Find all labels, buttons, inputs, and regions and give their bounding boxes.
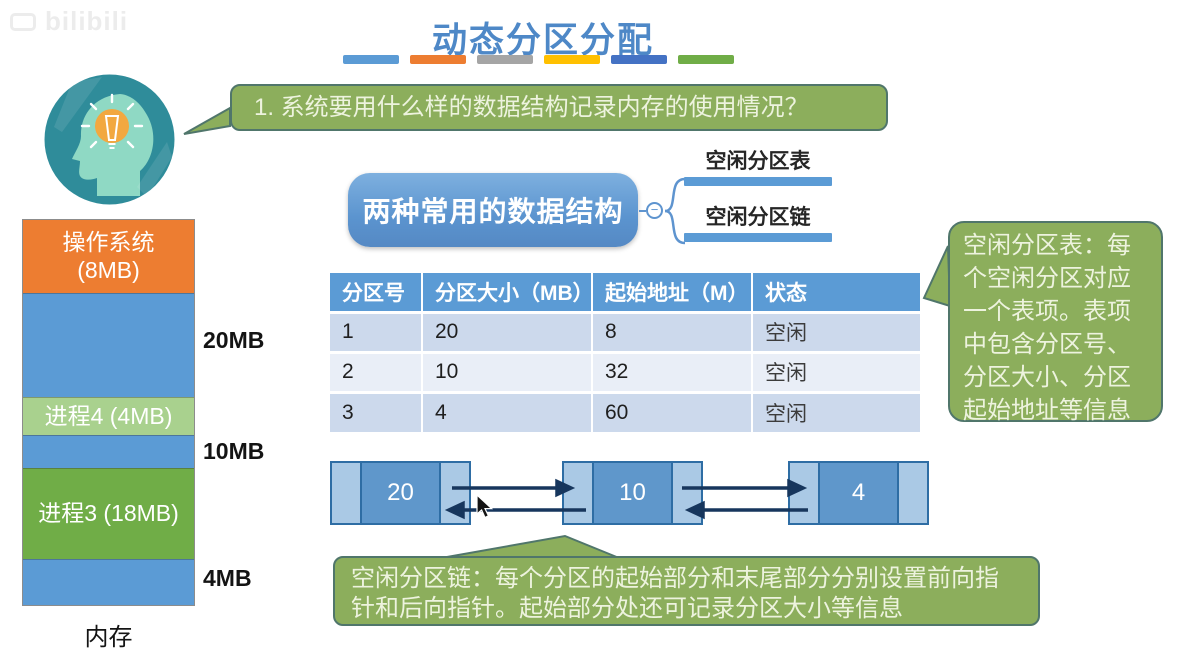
p3-label: 进程3 (18MB) <box>38 500 179 527</box>
question-bubble: 1. 系统要用什么样的数据结构记录内存的使用情况？ <box>230 84 888 131</box>
col-header-partition-size: 分区大小（MB） <box>422 273 594 312</box>
free-size-label-10mb: 10MB <box>203 438 265 464</box>
list-node: 10 <box>562 461 703 525</box>
mouse-cursor <box>476 494 494 519</box>
node-pointer-cell <box>673 463 701 523</box>
page-title: 动态分区分配 <box>431 21 654 60</box>
col-header-start-address: 起始地址（M） <box>592 273 753 312</box>
cell-partition-size: 4 <box>422 390 593 432</box>
cell-partition-size: 20 <box>422 310 593 352</box>
mindmap-root-node: 两种常用的数据结构 <box>348 173 638 247</box>
branch-free-partition-table: 空闲分区表 <box>705 150 811 173</box>
col-header-partition-no: 分区号 <box>330 273 423 312</box>
memory-segment-free-20 <box>23 293 194 397</box>
os-size: (8MB) <box>77 256 140 283</box>
thinking-head-icon <box>44 74 175 205</box>
node-pointer-cell <box>899 463 927 523</box>
title-dash <box>678 55 734 64</box>
title-dash <box>343 55 399 64</box>
node-pointer-cell <box>564 463 592 523</box>
title-dash <box>611 55 667 64</box>
cell-start-address: 8 <box>592 310 753 352</box>
title-underline-dashes <box>343 55 734 64</box>
branch-underline-bar <box>684 177 832 186</box>
cell-partition-no: 3 <box>330 390 423 432</box>
cell-status: 空闲 <box>752 350 920 392</box>
free-size-label-20mb: 20MB <box>203 327 265 353</box>
memory-segment-p4: 进程4 (4MB) <box>23 397 194 435</box>
memory-segment-free-4 <box>23 559 194 605</box>
memory-segment-p3: 进程3 (18MB) <box>23 468 194 559</box>
table-row: 3 4 60 空闲 <box>330 390 920 432</box>
table-row: 1 20 8 空闲 <box>330 310 920 352</box>
cell-partition-no: 1 <box>330 310 423 352</box>
mindmap-link-line <box>639 210 646 212</box>
branch-free-partition-chain: 空闲分区链 <box>705 206 811 229</box>
cell-status: 空闲 <box>752 390 920 432</box>
branch-underline-bar <box>684 233 832 242</box>
question-bubble-tail <box>183 106 231 135</box>
list-node: 4 <box>788 461 929 525</box>
title-dash <box>477 55 533 64</box>
os-label: 操作系统 <box>62 229 155 256</box>
table-note-bubble: 空闲分区表：每个空闲分区对应一个表项。表项中包含分区号、分区大小、分区起始地址等… <box>948 221 1163 424</box>
list-node: 20 <box>330 461 471 525</box>
col-header-status: 状态 <box>752 273 920 312</box>
node-pointer-cell <box>441 463 469 523</box>
free-partition-table: 分区号 分区大小（MB） 起始地址（M） 状态 1 20 8 空闲 2 10 3… <box>330 273 920 432</box>
cell-partition-size: 10 <box>422 350 593 392</box>
memory-segment-os: 操作系统 (8MB) <box>23 220 194 293</box>
node-size-value: 20 <box>360 463 441 523</box>
node-size-value: 10 <box>592 463 673 523</box>
mindmap-bracket <box>664 177 686 245</box>
chain-note-box: 空闲分区链：每个分区的起始部分和末尾部分分别设置前向指针和后向指针。起始部分处还… <box>333 556 1040 626</box>
free-size-label-4mb: 4MB <box>203 565 252 591</box>
collapse-minus-icon: − <box>646 202 663 219</box>
memory-diagram: 操作系统 (8MB) 进程4 (4MB) 进程3 (18MB) <box>22 219 195 606</box>
cell-status: 空闲 <box>752 310 920 352</box>
title-dash <box>544 55 600 64</box>
node-pointer-cell <box>790 463 818 523</box>
watermark-text: bilibili <box>45 6 129 36</box>
bilibili-watermark: bilibili <box>10 6 128 37</box>
table-row: 2 10 32 空闲 <box>330 350 920 392</box>
node-pointer-cell <box>332 463 360 523</box>
bilibili-logo-icon <box>10 12 36 31</box>
cell-start-address: 32 <box>592 350 753 392</box>
memory-caption: 内存 <box>84 624 133 651</box>
p4-label: 进程4 (4MB) <box>44 402 173 429</box>
cell-partition-no: 2 <box>330 350 423 392</box>
memory-segment-free-10 <box>23 435 194 468</box>
title-dash <box>410 55 466 64</box>
cell-start-address: 60 <box>592 390 753 432</box>
node-size-value: 4 <box>818 463 899 523</box>
table-header-row: 分区号 分区大小（MB） 起始地址（M） 状态 <box>330 273 920 312</box>
